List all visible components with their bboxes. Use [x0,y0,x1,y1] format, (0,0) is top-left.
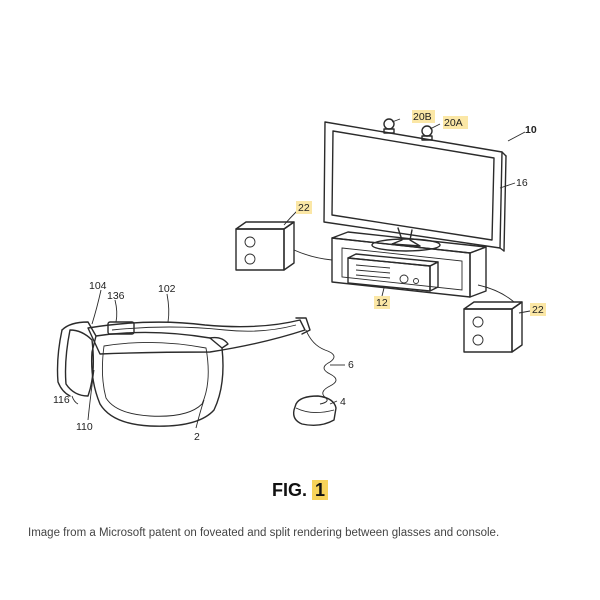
tv-stand [331,231,487,298]
label-highlight-22-right [530,303,546,316]
label-104: 104 [89,280,107,292]
label-10: 10 [525,124,537,136]
leader-lines [71,118,531,429]
label-highlight-12 [374,296,390,309]
cable [305,329,337,405]
speaker-cable-right [477,284,515,303]
connector [292,395,337,427]
label-2: 2 [194,431,200,443]
label-20b: 20B [413,111,432,123]
camera-20b [383,118,395,134]
label-12: 12 [376,297,388,309]
figure-title-number: 1 [312,480,329,500]
glasses [56,317,311,427]
figure-title: FIG. 1 [0,480,600,501]
figure-title-prefix: FIG. [271,480,307,500]
game-console [347,253,439,292]
speaker-right [463,301,523,353]
label-22-left: 22 [298,202,310,214]
television [323,121,507,252]
speaker-cable-left [293,249,333,261]
camera-20a [421,125,433,141]
image-caption: Image from a Microsoft patent on foveate… [28,527,500,539]
label-highlight-20a [443,116,468,129]
label-116: 116 [53,394,70,406]
label-16: 16 [516,177,528,189]
label-102: 102 [158,283,176,295]
label-20a: 20A [444,117,463,129]
label-110: 110 [76,421,93,433]
label-136: 136 [107,290,125,302]
label-highlight-22-left [296,201,312,214]
label-22-right: 22 [532,304,544,316]
label-6: 6 [348,359,354,371]
speaker-left [235,221,295,271]
label-4: 4 [340,396,346,408]
label-highlight-20b [412,110,435,123]
